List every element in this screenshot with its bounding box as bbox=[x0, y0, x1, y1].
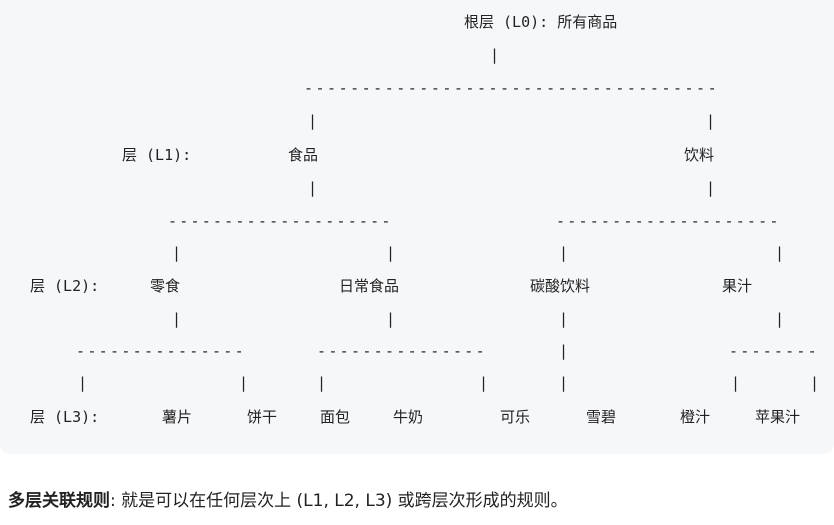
connector-bar: | bbox=[308, 179, 318, 197]
connector-bar: | bbox=[731, 374, 741, 392]
connector-bar: | bbox=[172, 244, 182, 262]
definition-term: 多层关联规则 bbox=[8, 491, 110, 511]
connector-bar: | bbox=[386, 310, 396, 328]
node-l3-cola: 可乐 bbox=[500, 408, 531, 426]
connector-bar: | bbox=[386, 244, 396, 262]
connector-bar: | bbox=[706, 179, 716, 197]
definition-text: : 就是可以在任何层次上 (L1, L2, L3) 或跨层次形成的规则。 bbox=[110, 491, 568, 511]
level-label-l3: 层 (L3): bbox=[30, 408, 100, 426]
connector-rule-top: ------------------------------------ bbox=[304, 79, 720, 97]
node-l3-milk: 牛奶 bbox=[393, 408, 424, 426]
connector-rule-l2-juice: -------- bbox=[729, 342, 819, 360]
connector-bar: | bbox=[490, 46, 500, 64]
connector-bar: | bbox=[810, 374, 820, 392]
connector-bar: | bbox=[172, 310, 182, 328]
node-l3-bread: 面包 bbox=[320, 408, 351, 426]
level-label-l1: 层 (L1): bbox=[122, 146, 192, 164]
level-label-l2: 层 (L2): bbox=[30, 277, 100, 295]
connector-bar: | bbox=[559, 310, 569, 328]
connector-bar: | bbox=[308, 112, 318, 130]
connector-rule-l1-right: -------------------- bbox=[556, 212, 781, 230]
connector-bar: | bbox=[239, 374, 249, 392]
node-l3-sprite: 雪碧 bbox=[586, 408, 617, 426]
node-l3-chips: 薯片 bbox=[162, 408, 193, 426]
node-l1-food: 食品 bbox=[288, 146, 319, 164]
connector-bar: | bbox=[317, 374, 327, 392]
connector-rule-l1-left: -------------------- bbox=[168, 212, 393, 230]
diagram-panel: 根层 (L0): 所有商品 | ------------------------… bbox=[30, 13, 820, 426]
connector-bar: | bbox=[706, 112, 716, 130]
root-node: 根层 (L0): 所有商品 bbox=[464, 13, 618, 31]
node-l3-biscuits: 饼干 bbox=[247, 408, 278, 426]
connector-bar: | bbox=[559, 374, 569, 392]
node-l2-daily-food: 日常食品 bbox=[339, 277, 400, 295]
definition-note: 多层关联规则: 就是可以在任何层次上 (L1, L2, L3) 或跨层次形成的规… bbox=[8, 490, 568, 512]
node-l1-drinks: 饮料 bbox=[684, 146, 715, 164]
connector-bar: | bbox=[479, 374, 489, 392]
node-l2-soda: 碳酸饮料 bbox=[530, 277, 591, 295]
connector-rule-l2-daily: --------------- bbox=[317, 342, 487, 360]
node-l2-juice: 果汁 bbox=[722, 277, 753, 295]
node-l3-orange-juice: 橙汁 bbox=[680, 408, 711, 426]
connector-bar: | bbox=[559, 244, 569, 262]
connector-rule-l2-snacks: --------------- bbox=[76, 342, 246, 360]
node-l2-snacks: 零食 bbox=[150, 277, 181, 295]
connector-bar: | bbox=[775, 244, 785, 262]
node-l3-apple-juice: 苹果汁 bbox=[755, 408, 801, 426]
connector-bar: | bbox=[78, 374, 88, 392]
connector-bar: | bbox=[559, 342, 569, 360]
connector-bar: | bbox=[775, 310, 785, 328]
